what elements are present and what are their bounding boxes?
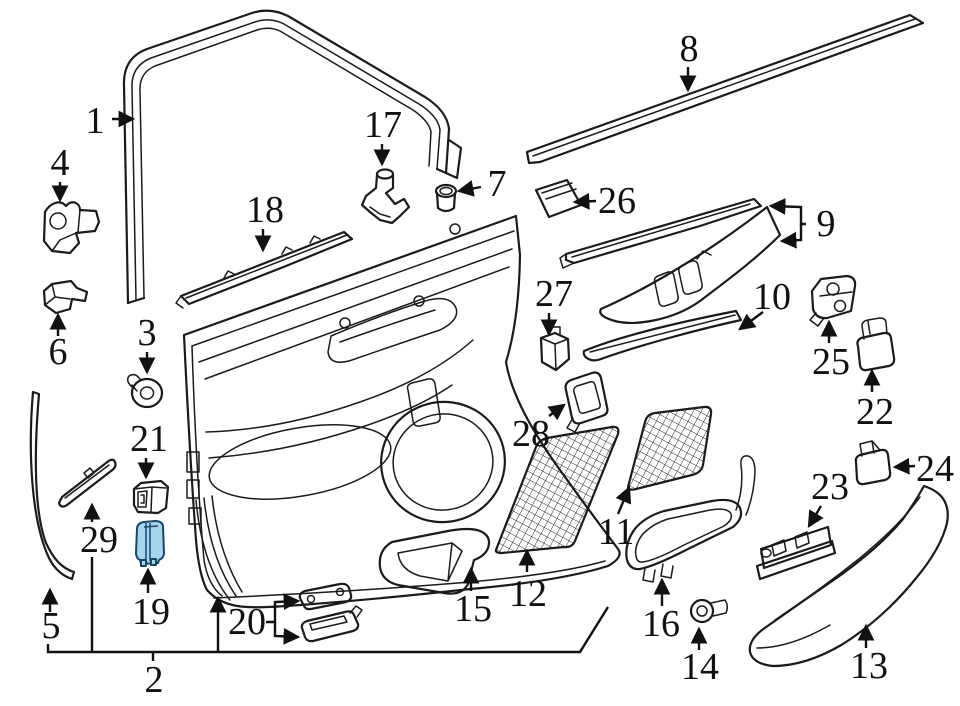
part-guide-clip[interactable] <box>360 168 411 225</box>
part-pull-bracket[interactable] <box>625 455 756 583</box>
part-pull-pocket[interactable] <box>378 527 491 595</box>
part-label-17[interactable]: 17 <box>364 104 402 146</box>
part-sill-strip[interactable] <box>175 230 354 309</box>
part-speaker-grille-large[interactable] <box>494 425 620 555</box>
part-switch-small[interactable] <box>539 326 571 372</box>
part-upper-trim-pair[interactable] <box>559 197 782 324</box>
leader-line-7 <box>456 180 482 197</box>
part-label-3[interactable]: 3 <box>138 312 157 354</box>
part-label-28[interactable]: 28 <box>512 413 550 455</box>
part-label-26[interactable]: 26 <box>598 180 636 222</box>
part-accent-strip[interactable] <box>582 309 743 362</box>
part-bracket-strip[interactable] <box>534 178 583 219</box>
part-switch-bezel[interactable] <box>564 371 609 433</box>
part-label-15[interactable]: 15 <box>454 588 492 630</box>
leader-line-20 <box>266 593 301 624</box>
part-window-frame-trim[interactable] <box>122 9 463 305</box>
part-label-14[interactable]: 14 <box>681 646 719 688</box>
part-edge-seal-strip[interactable] <box>29 390 76 581</box>
part-label-21[interactable]: 21 <box>130 418 168 460</box>
part-label-29[interactable]: 29 <box>80 519 118 561</box>
leader-line-20 <box>273 622 301 645</box>
part-switch-cube[interactable] <box>854 440 892 486</box>
leader-line-10 <box>738 311 764 331</box>
part-label-27[interactable]: 27 <box>535 273 573 315</box>
part-label-16[interactable]: 16 <box>642 603 680 645</box>
part-hinge-bracket[interactable] <box>809 274 857 327</box>
part-label-8[interactable]: 8 <box>680 28 699 70</box>
part-label-19[interactable]: 19 <box>132 591 170 633</box>
leader-lines-layer <box>41 67 916 661</box>
part-label-10[interactable]: 10 <box>753 276 791 318</box>
leader-line-26 <box>572 192 597 210</box>
leader-line-2 <box>46 606 610 654</box>
part-switch-highlighted[interactable] <box>135 520 165 567</box>
part-rocker-switch[interactable] <box>856 317 896 372</box>
leader-line-28 <box>547 403 566 421</box>
part-switch-blank-upper[interactable] <box>132 479 170 515</box>
part-label-11[interactable]: 11 <box>598 511 635 553</box>
part-screw-grommet[interactable] <box>689 598 729 624</box>
part-label-6[interactable]: 6 <box>49 331 68 373</box>
part-label-12[interactable]: 12 <box>509 573 547 615</box>
part-label-1[interactable]: 1 <box>86 100 105 142</box>
part-corner-bracket-upper[interactable] <box>42 201 101 255</box>
leader-line-23 <box>807 505 824 529</box>
part-label-13[interactable]: 13 <box>850 645 888 687</box>
part-label-22[interactable]: 22 <box>856 391 894 433</box>
part-label-23[interactable]: 23 <box>811 466 849 508</box>
part-grommet[interactable] <box>126 373 164 409</box>
part-label-9[interactable]: 9 <box>817 203 836 245</box>
leader-line-9 <box>768 198 806 226</box>
part-plug-cup[interactable] <box>434 183 458 213</box>
leader-line-24 <box>892 457 916 475</box>
part-window-switch-bank[interactable] <box>755 525 837 581</box>
leader-line-11 <box>615 485 632 515</box>
part-label-4[interactable]: 4 <box>51 142 70 184</box>
part-label-5[interactable]: 5 <box>42 605 61 647</box>
part-clip-lower[interactable] <box>42 279 89 315</box>
part-armrest[interactable] <box>748 484 949 668</box>
part-speaker-grille-small[interactable] <box>626 405 713 491</box>
part-trim-strip-small[interactable] <box>57 458 117 508</box>
part-label-2[interactable]: 2 <box>145 659 164 701</box>
part-label-24[interactable]: 24 <box>916 448 954 490</box>
part-label-7[interactable]: 7 <box>488 163 507 205</box>
part-label-20[interactable]: 20 <box>228 601 266 643</box>
leader-line-9 <box>779 224 803 249</box>
part-label-18[interactable]: 18 <box>246 189 284 231</box>
part-belt-molding[interactable] <box>525 13 925 165</box>
part-label-25[interactable]: 25 <box>812 341 850 383</box>
